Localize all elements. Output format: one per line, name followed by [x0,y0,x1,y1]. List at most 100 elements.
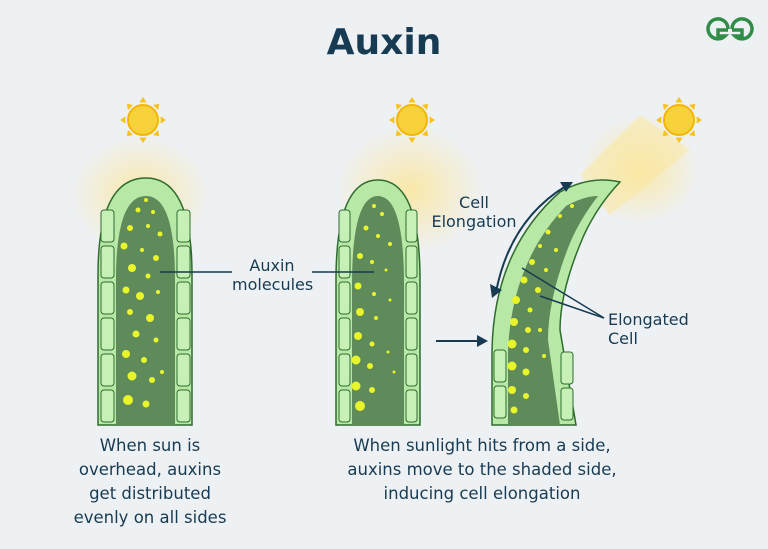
sun-icon [389,97,435,143]
label-line: molecules [232,275,314,294]
plant-cell [100,245,115,279]
arrow-right-icon [436,335,488,347]
cell-elongation-label: Cell Elongation [424,193,524,231]
auxin-molecule [127,371,137,381]
auxin-molecule [522,368,530,376]
plant-cell [100,317,115,351]
plant-cell [100,353,115,387]
auxin-molecule [384,268,388,272]
auxin-molecule [388,298,392,302]
caption-line: evenly on all sides [73,508,227,527]
auxin-molecule [370,260,374,264]
auxin-molecule [146,224,150,228]
auxin-molecule [120,242,128,250]
elongated-cell-leader [521,267,605,319]
auxin-molecule [538,328,542,332]
auxin-molecules-label: Auxin molecules [232,256,314,294]
sun-disc [127,104,159,136]
sun-ray [696,116,702,124]
auxin-molecule [354,282,362,290]
auxin-molecule [142,400,150,408]
plant-cell [405,317,418,351]
auxin-molecule [529,259,535,265]
sun-ray [389,116,395,124]
auxin-molecule [380,212,384,216]
auxin-molecule [367,363,373,369]
plant-cell [405,389,418,423]
plant-cell [338,389,351,423]
auxin-molecule [145,273,151,279]
auxin-molecule [538,244,542,248]
auxin-molecule [545,229,551,235]
sun-ray [408,97,416,103]
auxin-molecule [363,225,369,231]
auxin-molecule [351,355,361,365]
auxin-molecule [357,253,363,259]
plant-cell [338,317,351,351]
auxin-molecule [508,386,516,394]
caption-side-light: When sunlight hits from a side, auxins m… [322,434,642,506]
label-line: Cell [608,329,638,348]
label-line: Auxin [249,256,295,275]
auxin-molecule [149,377,155,383]
plant-cell [493,349,507,383]
plant-cell [176,389,191,423]
sun-ray [152,129,160,137]
sun-disc [396,104,428,136]
caption-line: When sun is [99,436,201,455]
sun-ray [421,103,429,111]
auxin-molecule [135,207,141,213]
sun-ray [675,97,683,103]
auxin-molecule [146,314,154,322]
auxin-molecule [535,287,541,293]
label-line: Elongated [608,310,689,329]
auxin-molecule [369,387,375,393]
caption-overhead: When sun is overhead, auxins get distrib… [50,434,250,530]
sun-ray [662,103,670,111]
plant-cell [176,281,191,315]
auxin-molecule [157,231,163,237]
auxin-molecule [392,370,396,374]
sun-ray [120,116,126,124]
auxin-molecule [510,318,518,326]
page-title: Auxin [326,22,442,63]
caption-line: auxins move to the shaded side, [347,460,617,479]
plant-cell [405,353,418,387]
sun-ray [688,129,696,137]
auxin-molecule [520,276,528,284]
logo-icon [706,17,754,41]
auxin-molecule [386,350,390,354]
sun-ray [395,103,403,111]
auxin-molecule [122,350,130,358]
auxin-molecule [156,290,160,294]
sun-disc [663,104,695,136]
auxin-molecule [544,268,548,272]
auxin-molecule [523,347,529,353]
plant-cell [493,385,507,419]
plant-cell [176,353,191,387]
auxin-molecule [356,308,364,316]
plant-cell [338,209,351,243]
auxin-molecule [388,242,392,246]
caption-line: inducing cell elongation [383,484,581,503]
auxin-molecule [123,395,133,405]
plant-cell [100,281,115,315]
auxin-molecule [570,204,574,208]
auxin-molecule [128,264,136,272]
stem-overhead-light [97,177,193,426]
auxin-molecule [507,339,517,349]
sun-ray [139,137,147,143]
auxin-molecule [554,248,558,252]
auxin-molecule [510,406,518,414]
caption-line: overhead, auxins [78,460,222,479]
plant-cell [405,209,418,243]
caption-line: When sunlight hits from a side, [353,436,611,455]
auxin-molecule [374,316,378,320]
sun-ray [675,137,683,143]
sun-ray [662,129,670,137]
caption-line: get distributed [89,484,211,503]
sun-icon [120,97,166,143]
auxin-molecule [372,292,376,296]
label-line: Cell [459,193,489,212]
